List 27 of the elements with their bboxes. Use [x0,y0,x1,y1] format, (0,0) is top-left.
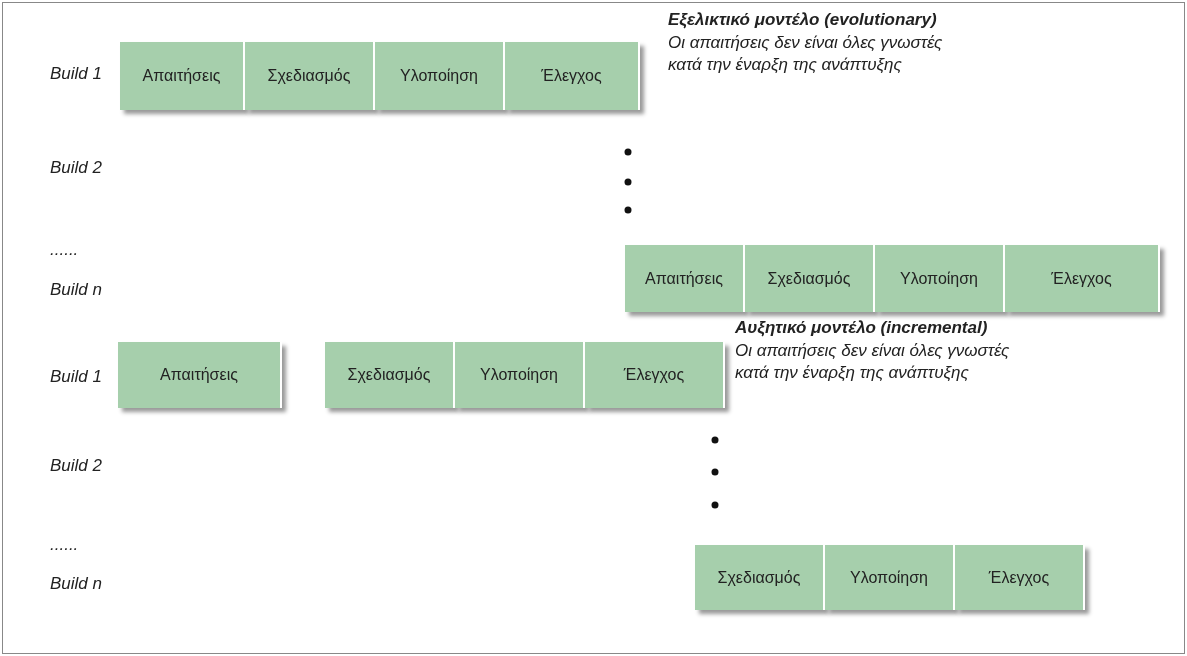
row-label: Build 1 [50,367,102,387]
phase-box: Υλοποίηση [455,342,585,408]
row-label: Build 1 [50,64,102,84]
row-label: Build n [50,574,102,594]
phase-box: Έλεγχος [1005,245,1160,312]
phase-box: Έλεγχος [585,342,725,408]
row-label: Build n [50,280,102,300]
ellipsis-text: ...... [50,240,79,260]
phase-box: Έλεγχος [505,42,640,110]
phase-box: Απαιτήσεις [120,42,245,110]
model-title: Αυξητικό μοντέλο (incremental) [735,318,988,338]
phase-box: Σχεδιασμός [325,342,455,408]
phase-box: Σχεδιασμός [245,42,375,110]
phase-box: Υλοποίηση [375,42,505,110]
ellipsis-text: ...... [50,535,79,555]
row-label: Build 2 [50,456,102,476]
description: Οι απαιτήσεις δεν είναι όλες γνωστές κατά την έναρξη της ανάπτυξης [735,340,1011,384]
phase-box: Απαιτήσεις [625,245,745,312]
phase-box: Απαιτήσεις [118,342,282,408]
phase-box: Σχεδιασμός [745,245,875,312]
phase-box: Σχεδιασμός [695,545,825,610]
phase-box: Υλοποίηση [875,245,1005,312]
model-title: Εξελικτικό μοντέλο (evolutionary) [668,10,937,30]
phase-box: Έλεγχος [955,545,1085,610]
row-label: Build 2 [50,158,102,178]
description: Οι απαιτήσεις δεν είναι όλες γνωστές κατά την έναρξη της ανάπτυξης [668,32,944,76]
phase-box: Υλοποίηση [825,545,955,610]
